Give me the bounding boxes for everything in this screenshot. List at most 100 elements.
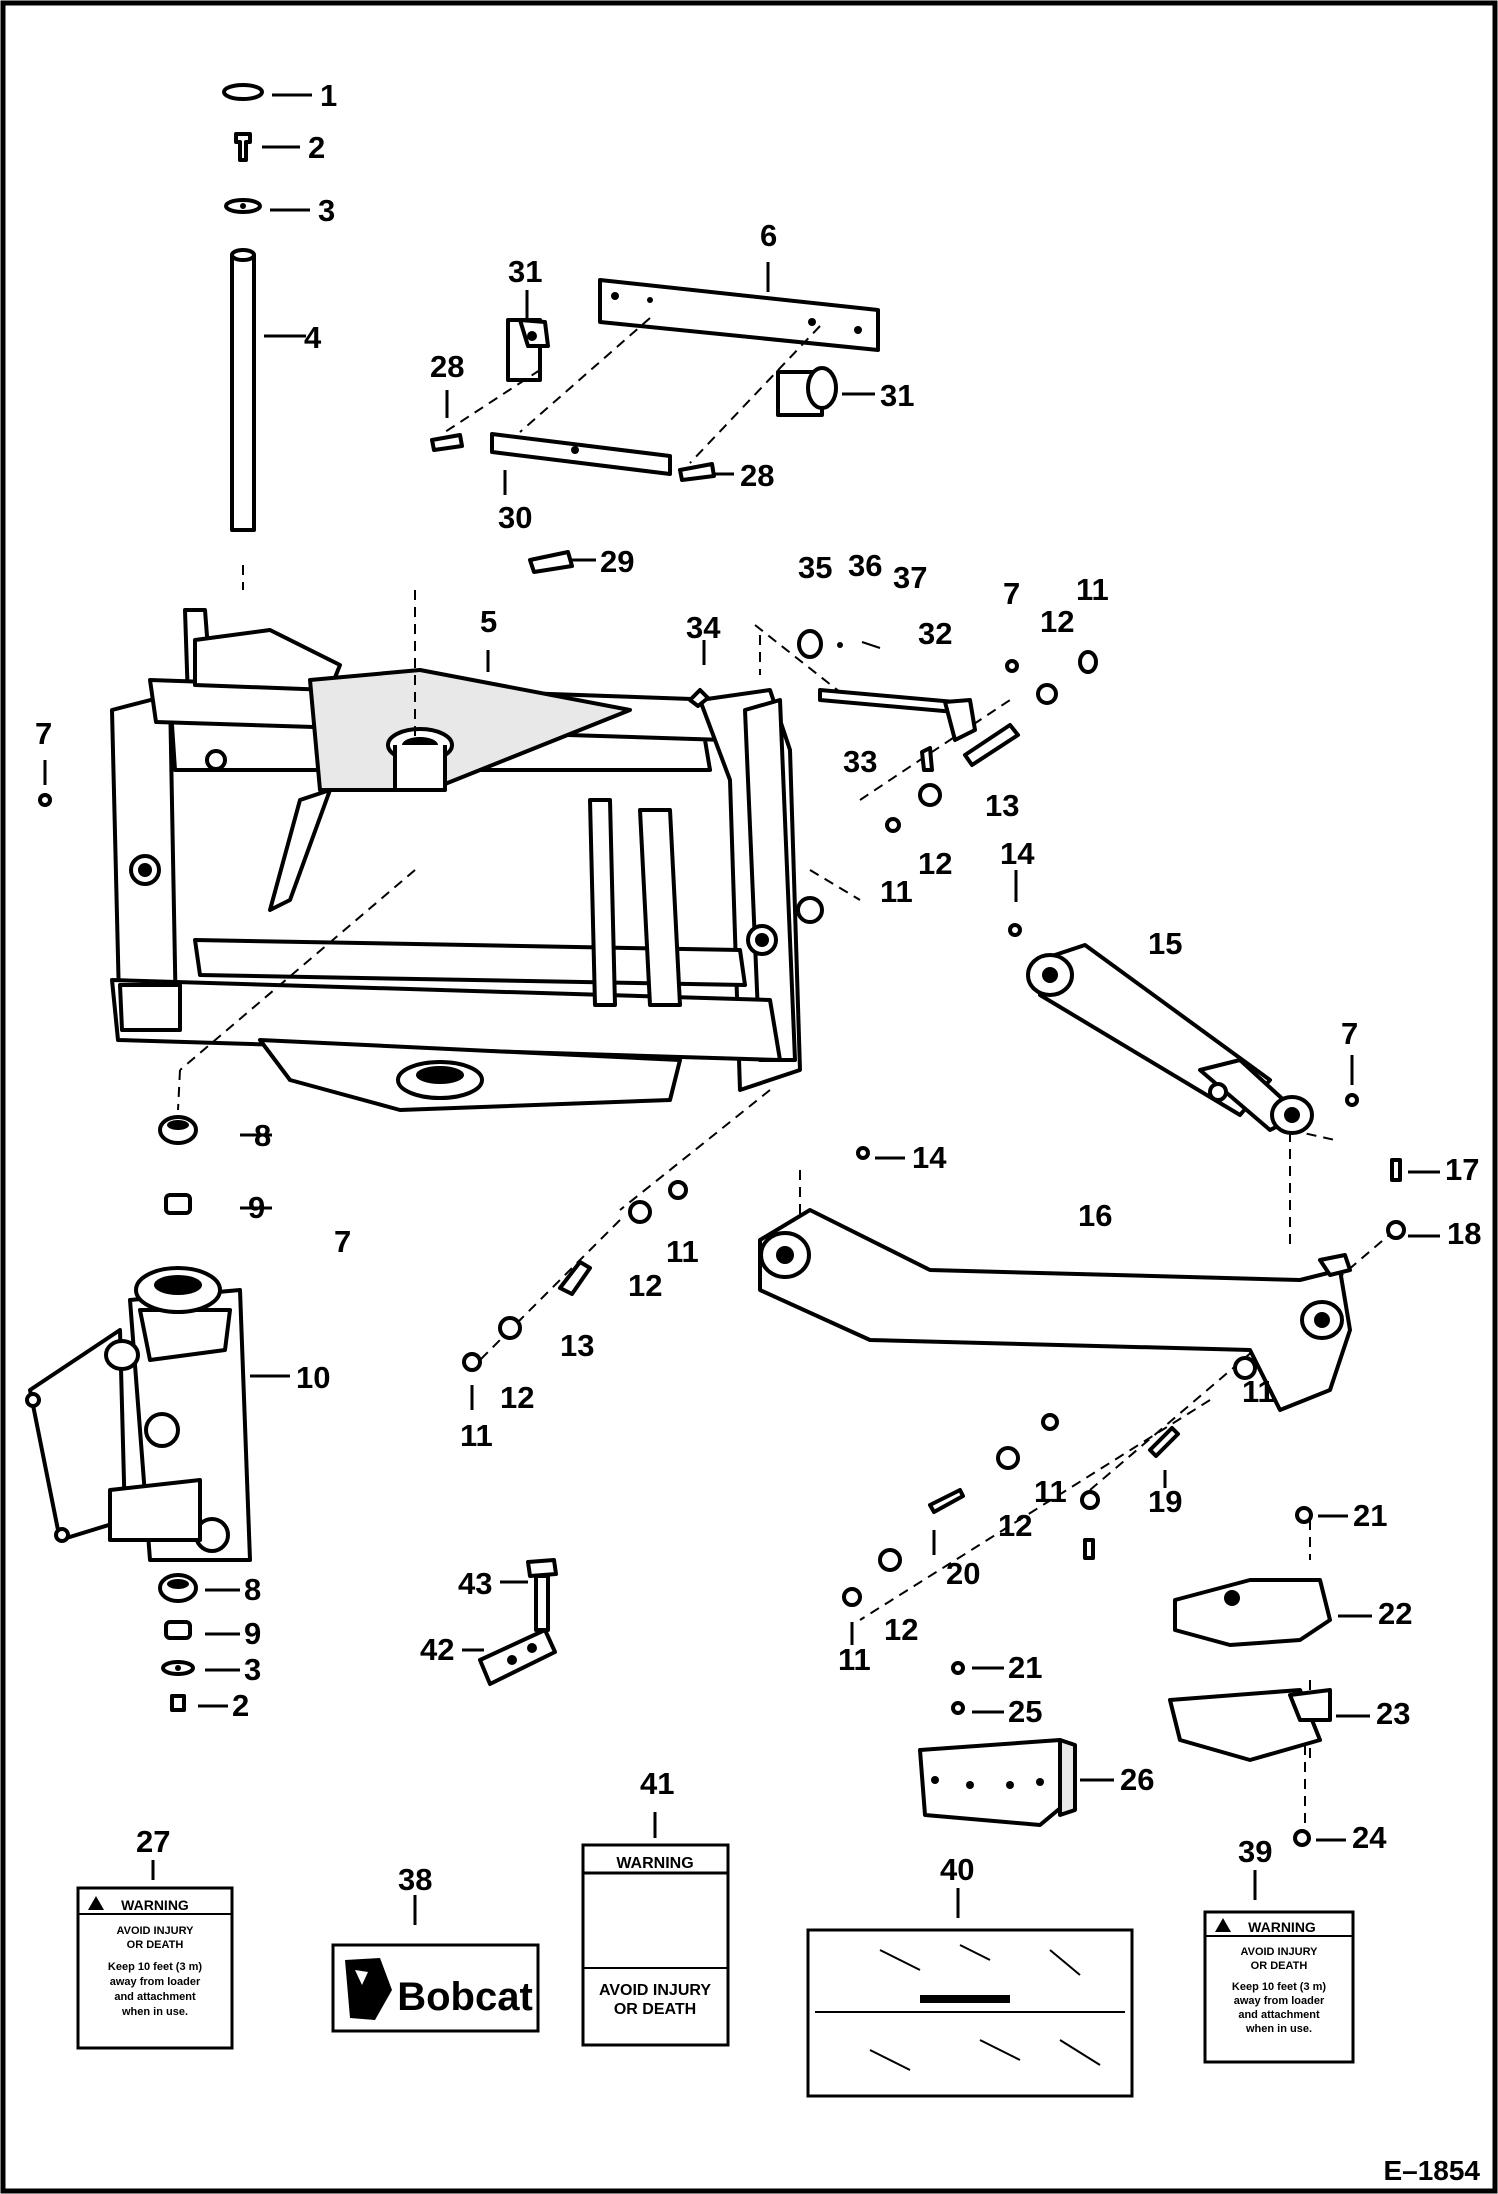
decal-body-4: when in use. [121,2006,188,2018]
callout-10: 10 [296,1360,330,1395]
left-bracket-group [25,1115,252,1712]
graphic-decal-40 [806,1928,1134,2098]
callout-7: 7 [35,716,52,751]
center-hardware-group [462,1180,1180,1607]
callout-3: 3 [244,1652,261,1687]
callout-14: 14 [912,1140,947,1175]
decal-body-right-2: away from loader [1234,1995,1325,2007]
warning-decal-tall: WARNING AVOID INJURY OR DEATH [581,1843,730,2047]
callout-9: 9 [244,1616,261,1651]
callout-2: 2 [308,130,325,165]
callout-27: 27 [136,1824,170,1859]
decal-body-right-4: when in use. [1245,2023,1312,2035]
callout-5: 5 [480,604,497,639]
decal-header: WARNING [121,1897,189,1913]
figure-id: E–1854 [1383,2155,1480,2186]
warning-decal-small-right: WARNING AVOID INJURY OR DEATH Keep 10 fe… [1203,1910,1355,2064]
callout-11: 11 [880,874,913,909]
callout-42: 42 [420,1632,454,1667]
callout-23: 23 [1376,1696,1410,1731]
callout-17: 17 [1445,1152,1479,1187]
callout-28: 28 [740,458,774,493]
callout-6: 6 [760,218,777,253]
callout-43: 43 [458,1566,492,1601]
callout-21: 21 [1008,1650,1042,1685]
callout-11: 11 [1076,572,1109,607]
callout-labels: 1 2 3 4 28 31 6 31 28 30 29 5 34 35 36 3… [35,78,1481,1897]
callout-40: 40 [940,1852,974,1887]
callout-11: 11 [1034,1474,1067,1509]
lower-right-hardware-group [918,1506,1332,1847]
callout-4: 4 [304,320,322,355]
callout-12: 12 [500,1380,534,1415]
callout-39: 39 [1238,1834,1272,1869]
upper-right-hardware-group [797,629,1098,937]
callout-11: 11 [1242,1374,1275,1409]
decal-body-right-3: and attachment [1238,2009,1320,2021]
callout-13: 13 [560,1328,594,1363]
callout-15: 15 [1148,926,1182,961]
main-frame-group [110,608,824,1112]
callout-34: 34 [686,610,721,645]
callout-31: 31 [508,254,542,289]
callout-7: 7 [334,1224,351,1259]
callout-2: 2 [232,1688,249,1723]
pin-stack-group [222,83,312,590]
callout-28: 28 [430,349,464,384]
tall-decal-header: WARNING [616,1855,693,1872]
label-dashes [198,1133,1440,1842]
callout-18: 18 [1447,1216,1481,1251]
callout-35: 35 [798,550,832,585]
callout-29: 29 [600,544,634,579]
callout-30: 30 [498,500,532,535]
callout-12: 12 [918,846,952,881]
callout-33: 33 [843,744,877,779]
callout-22: 22 [1378,1596,1412,1631]
brace-assembly-group [430,262,880,574]
callout-25: 25 [1008,1694,1042,1729]
decal-body-2: away from loader [110,1976,201,1988]
callout-3: 3 [318,193,335,228]
brand-decal: Bobcat [331,1943,540,2033]
plate-bolt-group [478,1558,558,1686]
callout-37: 37 [893,560,927,595]
callout-11: 11 [460,1418,493,1453]
cylinder-group [1026,943,1359,1135]
callout-7: 7 [1341,1016,1358,1051]
callout-13: 13 [985,788,1019,823]
callout-12: 12 [628,1268,662,1303]
callout-7: 7 [1003,576,1020,611]
decal-line2: OR DEATH [127,1939,184,1951]
callout-ticks [38,760,1354,1925]
brand-logo-text: Bobcat [397,1975,533,2019]
callout-16: 16 [1078,1198,1112,1233]
decal-line2-right: OR DEATH [1251,1960,1308,1972]
callout-14: 14 [1000,836,1035,871]
tall-decal-line1: AVOID INJURY [599,1982,711,1999]
callout-11: 11 [838,1642,871,1677]
warning-decal-small-left: WARNING AVOID INJURY OR DEATH Keep 10 fe… [76,1886,234,2050]
callout-1: 1 [320,78,337,113]
callout-38: 38 [398,1862,432,1897]
callout-26: 26 [1120,1762,1154,1797]
callout-21: 21 [1353,1498,1387,1533]
callout-8: 8 [244,1572,261,1607]
callout-36: 36 [848,548,882,583]
decal-body-1: Keep 10 feet (3 m) [108,1961,202,1973]
decal-body-right-1: Keep 10 feet (3 m) [1232,1981,1326,1993]
decal-header-right: WARNING [1248,1919,1316,1935]
tall-decal-line2: OR DEATH [614,2001,696,2018]
callout-11: 11 [666,1234,699,1269]
decal-line1-right: AVOID INJURY [1240,1946,1318,1958]
callout-19: 19 [1148,1484,1182,1519]
decal-body-3: and attachment [114,1991,196,2003]
callout-41: 41 [640,1766,674,1801]
callout-12: 12 [884,1612,918,1647]
arm-group [758,1146,1406,1412]
callout-32: 32 [918,616,952,651]
callout-31: 31 [880,378,914,413]
callout-20: 20 [946,1556,980,1591]
callout-12: 12 [998,1508,1032,1543]
